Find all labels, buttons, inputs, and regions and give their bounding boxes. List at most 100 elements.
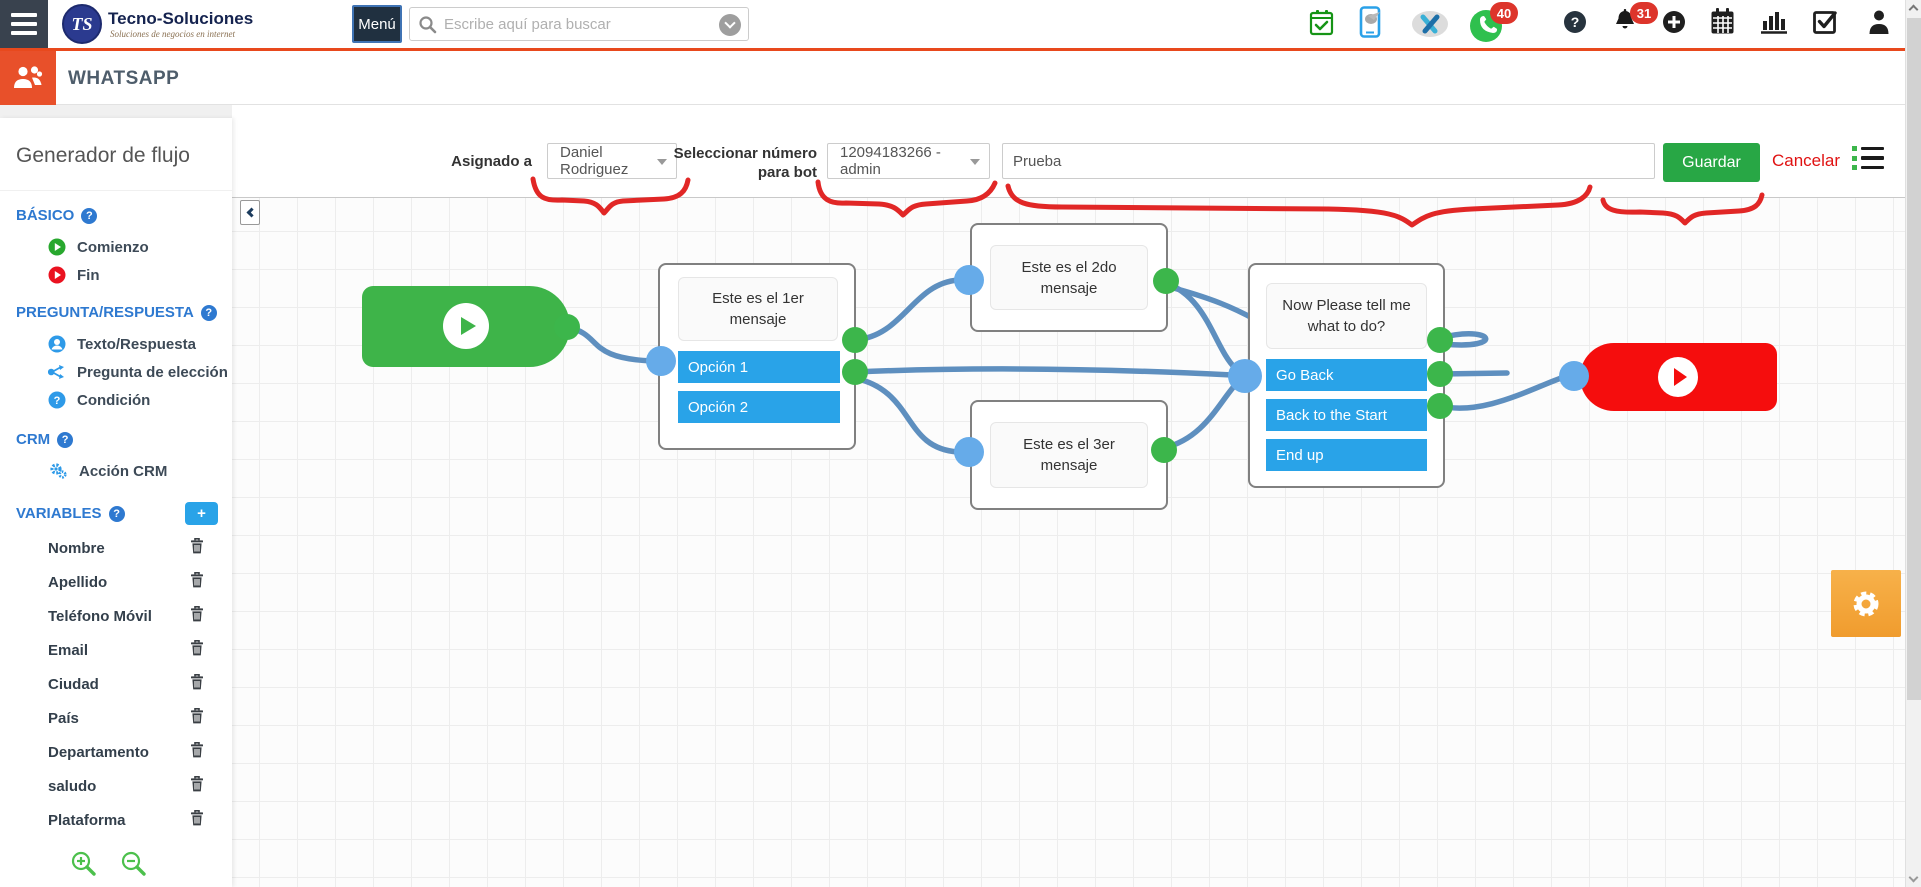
chevron-down-icon [970, 159, 980, 165]
canvas-settings-gear-button[interactable] [1831, 570, 1901, 637]
add-circle-icon[interactable] [1662, 10, 1686, 39]
section-crm: CRM ? [16, 431, 232, 448]
sidebar-item-fin[interactable]: Fin [48, 266, 232, 284]
bot-number-select[interactable]: 12094183266 - admin [827, 143, 990, 179]
notifications-bell-icon[interactable] [1612, 8, 1638, 41]
scroll-down-arrow-icon[interactable] [1908, 872, 1919, 883]
zoom-in-icon[interactable] [70, 850, 98, 883]
page-scrollbar[interactable] [1905, 0, 1921, 887]
bot-number-label: Seleccionar número para bot [673, 145, 817, 181]
branch-choice-icon [48, 365, 64, 379]
output-port[interactable] [1427, 361, 1453, 387]
trash-icon[interactable] [190, 707, 204, 729]
help-icon[interactable]: ? [1563, 10, 1587, 39]
sidebar-item-accion-crm[interactable]: Acción CRM [48, 462, 232, 480]
option-button[interactable]: Back to the Start [1266, 399, 1427, 431]
xc-logo-icon[interactable] [1411, 10, 1449, 43]
cancel-link[interactable]: Cancelar [1772, 151, 1841, 170]
node-title[interactable]: Now Please tell me what to do? [1266, 283, 1427, 349]
trash-icon[interactable] [190, 639, 204, 661]
sidebar-item-pregunta-eleccion[interactable]: Pregunta de elección [48, 363, 232, 381]
help-badge-icon[interactable]: ? [57, 431, 74, 448]
mobile-device-icon[interactable] [1358, 6, 1384, 45]
global-search [409, 7, 749, 41]
scroll-up-arrow-icon[interactable] [1908, 4, 1919, 15]
play-icon [443, 303, 489, 349]
notifications-badge: 31 [1630, 2, 1658, 24]
option-button[interactable]: Opción 2 [678, 391, 840, 423]
calendar-check-icon[interactable] [1309, 9, 1334, 42]
message-node-2[interactable]: Este es el 2do mensaje [970, 223, 1168, 332]
whatsapp-badge: 40 [1490, 2, 1518, 24]
section-basico: BÁSICO ? [16, 207, 232, 224]
bar-chart-icon[interactable] [1760, 9, 1788, 40]
add-variable-button[interactable]: + [185, 502, 218, 525]
input-port[interactable] [646, 346, 676, 376]
flow-list-icon[interactable] [1852, 146, 1886, 176]
user-profile-icon[interactable] [1868, 9, 1890, 40]
trash-icon[interactable] [190, 673, 204, 695]
option-button[interactable]: End up [1266, 439, 1427, 471]
output-port[interactable] [842, 359, 868, 385]
message-node-3[interactable]: Este es el 3er mensaje [970, 400, 1168, 510]
message-node-1[interactable]: Este es el 1er mensaje Opción 1 Opción 2 [658, 263, 856, 450]
menu-button[interactable]: Menú [352, 5, 402, 43]
output-port[interactable] [1427, 393, 1453, 419]
flow-canvas[interactable]: Este es el 1er mensaje Opción 1 Opción 2… [232, 198, 1905, 887]
sidebar-item-condicion[interactable]: ? Condición [48, 391, 232, 409]
variable-row: Nombre [48, 537, 204, 559]
input-port[interactable] [1559, 361, 1589, 391]
output-port[interactable] [1427, 327, 1453, 353]
option-button[interactable]: Opción 1 [678, 351, 840, 383]
output-port[interactable] [842, 327, 868, 353]
variable-row: saludo [48, 775, 204, 797]
trash-icon[interactable] [190, 809, 204, 831]
hamburger-menu-icon[interactable] [0, 0, 48, 48]
help-badge-icon[interactable]: ? [200, 304, 217, 321]
play-icon [1658, 357, 1698, 397]
trash-icon[interactable] [190, 605, 204, 627]
user-circle-icon [48, 335, 66, 353]
end-node[interactable] [1580, 343, 1777, 411]
calendar-icon[interactable] [1710, 8, 1735, 40]
zoom-out-icon[interactable] [120, 850, 148, 883]
question-node[interactable]: Now Please tell me what to do? Go Back B… [1248, 263, 1445, 488]
svg-text:?: ? [1571, 14, 1580, 30]
task-checkbox-icon[interactable] [1812, 9, 1838, 40]
svg-text:?: ? [54, 395, 61, 407]
node-title[interactable]: Este es el 2do mensaje [990, 245, 1148, 310]
output-port[interactable] [1153, 268, 1179, 294]
search-input[interactable] [444, 8, 704, 40]
sidebar-collapse-button[interactable] [240, 200, 260, 225]
input-port[interactable] [954, 265, 984, 295]
option-button[interactable]: Go Back [1266, 359, 1427, 391]
save-button[interactable]: Guardar [1663, 143, 1760, 182]
node-title[interactable]: Este es el 1er mensaje [678, 277, 838, 341]
chevron-left-icon [246, 207, 257, 218]
flow-builder-sidebar: Generador de flujo BÁSICO ? Comienzo Fin… [0, 118, 232, 887]
flow-toolbar: Asignado a Daniel Rodriguez Seleccionar … [232, 105, 1905, 198]
scrollbar-thumb[interactable] [1907, 18, 1921, 700]
variable-row: Departamento [48, 741, 204, 763]
sidebar-item-comienzo[interactable]: Comienzo [48, 238, 232, 256]
help-badge-icon[interactable]: ? [81, 207, 98, 224]
trash-icon[interactable] [190, 571, 204, 593]
input-port[interactable] [954, 437, 984, 467]
brand-tagline: Soluciones de negocios en internet [110, 29, 235, 39]
trash-icon[interactable] [190, 537, 204, 559]
play-green-icon [48, 238, 66, 256]
flow-name-input[interactable] [1002, 143, 1655, 179]
trash-icon[interactable] [190, 741, 204, 763]
output-port[interactable] [1151, 437, 1177, 463]
sidebar-item-texto-respuesta[interactable]: Texto/Respuesta [48, 335, 232, 353]
output-port[interactable] [554, 314, 580, 340]
brand-logo: TS [62, 4, 102, 44]
help-badge-icon[interactable]: ? [108, 505, 125, 522]
start-node[interactable] [362, 286, 570, 367]
brand-name: Tecno-Soluciones [108, 9, 254, 28]
node-title[interactable]: Este es el 3er mensaje [990, 422, 1148, 488]
input-port[interactable] [1228, 359, 1262, 393]
top-navbar: TS Tecno-Soluciones Soluciones de negoci… [0, 0, 1921, 51]
search-scope-dropdown-icon[interactable] [719, 14, 741, 36]
trash-icon[interactable] [190, 775, 204, 797]
